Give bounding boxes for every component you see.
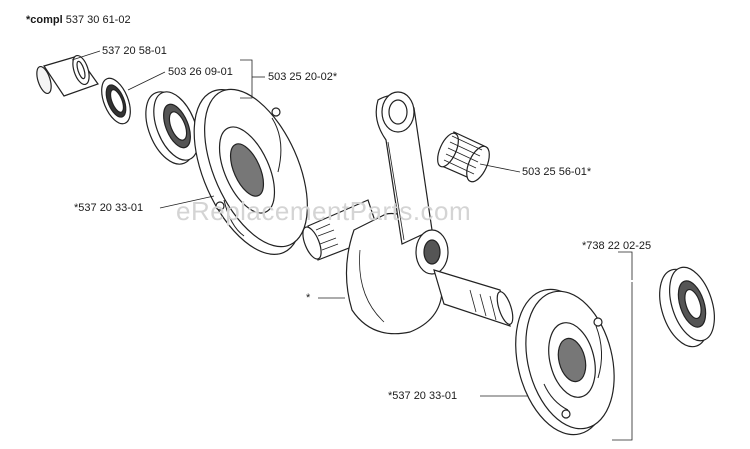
label-compl: *compl 537 30 61-02 xyxy=(26,14,131,26)
seal-part xyxy=(101,77,131,125)
watermark: eReplacementParts.com xyxy=(176,196,472,226)
crankcase-half-right-part xyxy=(515,288,615,436)
label-bearing-kit: 503 25 20-02* xyxy=(268,71,338,83)
label-needle-bearing: 503 25 56-01* xyxy=(522,166,592,178)
label-crankcase-half-right: *537 20 33-01 xyxy=(388,390,458,402)
ball-bearing-right-part xyxy=(659,266,715,348)
sleeve-part xyxy=(36,54,99,97)
label-compl-prefix: *compl xyxy=(26,14,63,26)
crankshaft-part xyxy=(302,91,514,335)
ball-bearing-left-part xyxy=(145,91,199,165)
label-seal: 503 26 09-01 xyxy=(168,66,233,78)
needle-bearing-part xyxy=(437,131,490,183)
label-crankshaft: * xyxy=(306,292,311,304)
label-sleeve: 537 20 58-01 xyxy=(102,45,167,57)
leader-lines xyxy=(71,50,633,441)
label-crankcase-half-left: *537 20 33-01 xyxy=(74,202,144,214)
crankcase-half-left-part xyxy=(193,88,308,255)
label-bearing-right: *738 22 02-25 xyxy=(582,240,652,252)
label-compl-number: 537 30 61-02 xyxy=(65,14,131,26)
